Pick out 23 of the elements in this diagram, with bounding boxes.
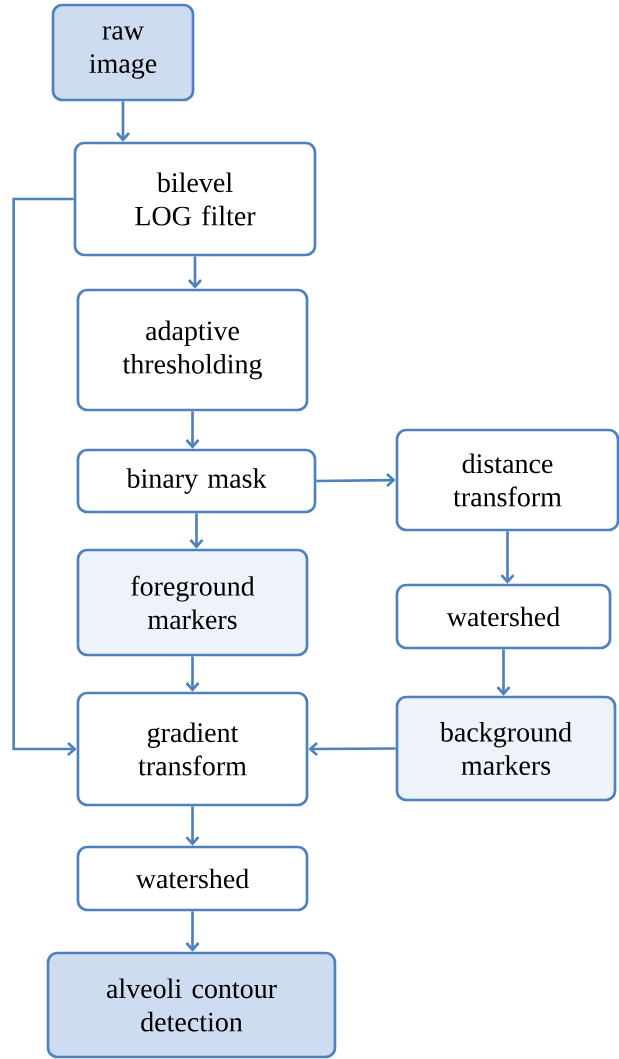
arrow [185, 411, 200, 449]
arrow [12, 197, 77, 756]
arrow [189, 513, 204, 549]
arrow [116, 101, 130, 142]
process-box: watershed [395, 583, 612, 650]
arrow [316, 473, 396, 488]
process-box: gradient transform [76, 691, 309, 807]
arrow [188, 256, 202, 289]
process-box: foreground markers [76, 548, 309, 657]
arrow [185, 806, 200, 846]
arrow [185, 911, 200, 952]
process-box: background markers [395, 695, 617, 802]
arrow [496, 649, 511, 696]
process-box: bilevel LOG filter [73, 141, 317, 257]
arrow [308, 741, 396, 756]
process-box: binary mask [76, 448, 317, 514]
process-box: distance transform [395, 428, 619, 532]
arrow [500, 531, 515, 584]
process-box: watershed [76, 845, 309, 912]
process-box: raw image [51, 3, 195, 102]
arrow [185, 656, 200, 692]
process-box: adaptive thresholding [76, 288, 309, 412]
process-box: alveoli contour detection [46, 951, 337, 1059]
